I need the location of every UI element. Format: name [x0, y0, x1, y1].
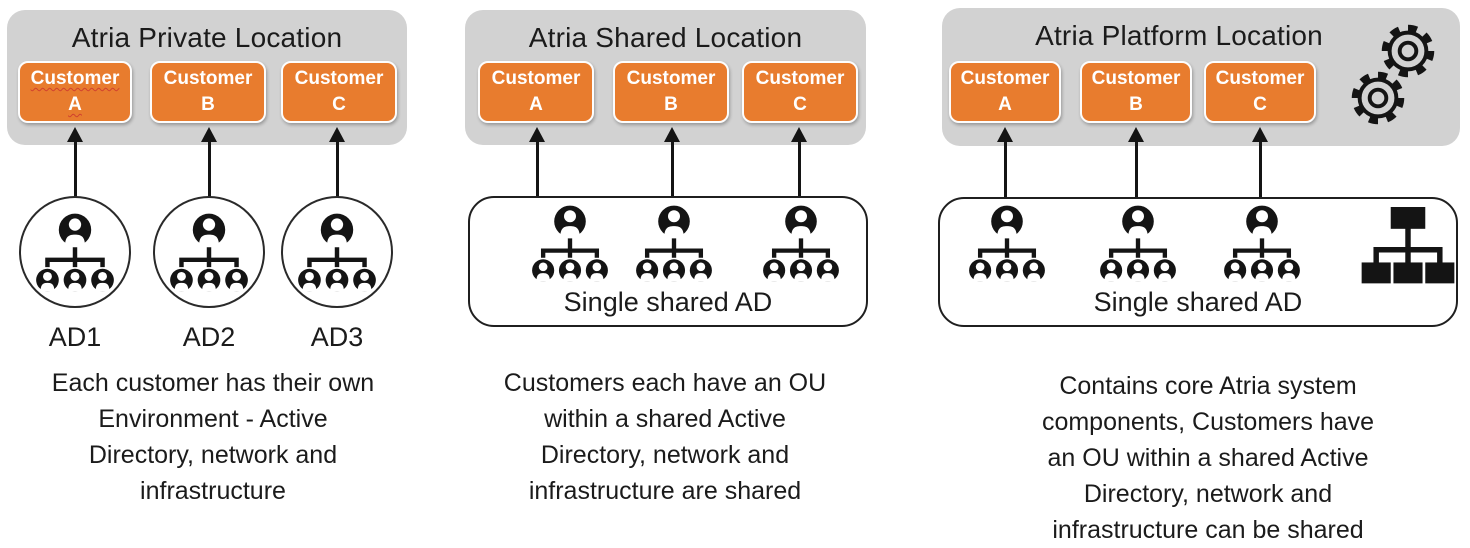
ad3-label: AD3 [310, 322, 364, 352]
up-arrow [200, 127, 218, 197]
panel-title: Atria Private Location [71, 22, 343, 53]
customer-c-label: Customer C [755, 68, 845, 115]
up-arrow [528, 127, 546, 197]
panel-title: Atria Platform Location [1035, 20, 1323, 51]
private-location-caption: Each customer has their own Environment … [51, 369, 375, 505]
org-users-icon [1100, 204, 1176, 283]
customer-a-box: Customer A [478, 61, 594, 123]
shared-location-caption: Customers each have an OU within a share… [503, 369, 827, 505]
customer-b-box: Customer B [150, 61, 266, 123]
customer-a-label: Customer A [960, 68, 1050, 115]
panel-private-location: Atria Private Location Customer A Custom… [7, 10, 407, 145]
customer-b-box: Customer B [613, 61, 729, 123]
platform-location-caption: Contains core Atria system components, C… [1041, 372, 1375, 544]
shared-ad-label: Single shared AD [563, 287, 773, 317]
up-arrow [1251, 127, 1269, 197]
org-users-icon [532, 204, 608, 283]
shared-ad-container: Single shared AD [938, 197, 1458, 327]
customer-a-box: Customer A [949, 61, 1061, 123]
org-users-icon [636, 204, 712, 283]
org-users-icon [298, 212, 376, 293]
customer-c-label: Customer C [1215, 68, 1305, 115]
up-arrow [790, 127, 808, 197]
org-users-icon [1224, 204, 1300, 283]
customer-a-label: Customer A [30, 68, 120, 115]
ad3-circle [281, 196, 393, 308]
shared-ad-label: Single shared AD [1093, 287, 1303, 317]
customer-b-label: Customer B [1091, 68, 1181, 115]
customer-c-box: Customer C [281, 61, 397, 123]
ad2-circle [153, 196, 265, 308]
org-users-icon [36, 212, 114, 293]
org-chart-icon [1358, 207, 1458, 287]
customer-c-label: Customer C [294, 68, 384, 115]
gear-icon [1350, 70, 1406, 126]
panel-shared-location: Atria Shared Location Customer A Custome… [465, 10, 866, 145]
customer-a-box: Customer A [18, 61, 132, 123]
customer-c-box: Customer C [742, 61, 858, 123]
customer-b-label: Customer B [626, 68, 716, 115]
org-users-icon [170, 212, 248, 293]
up-arrow [328, 127, 346, 197]
customer-b-box: Customer B [1080, 61, 1192, 123]
customer-c-box: Customer C [1204, 61, 1316, 123]
up-arrow [663, 127, 681, 197]
shared-ad-container: Single shared AD [468, 196, 868, 327]
up-arrow [66, 127, 84, 197]
up-arrow [1127, 127, 1145, 197]
up-arrow [996, 127, 1014, 197]
ad1-label: AD1 [48, 322, 102, 352]
panel-platform-location: Atria Platform Location Customer A Custo… [942, 8, 1460, 146]
ad1-circle [19, 196, 131, 308]
org-users-icon [763, 204, 839, 283]
ad2-label: AD2 [182, 322, 236, 352]
customer-a-label: Customer A [491, 68, 581, 115]
panel-title: Atria Shared Location [528, 22, 803, 53]
customer-b-label: Customer B [163, 68, 253, 115]
org-users-icon [969, 204, 1045, 283]
